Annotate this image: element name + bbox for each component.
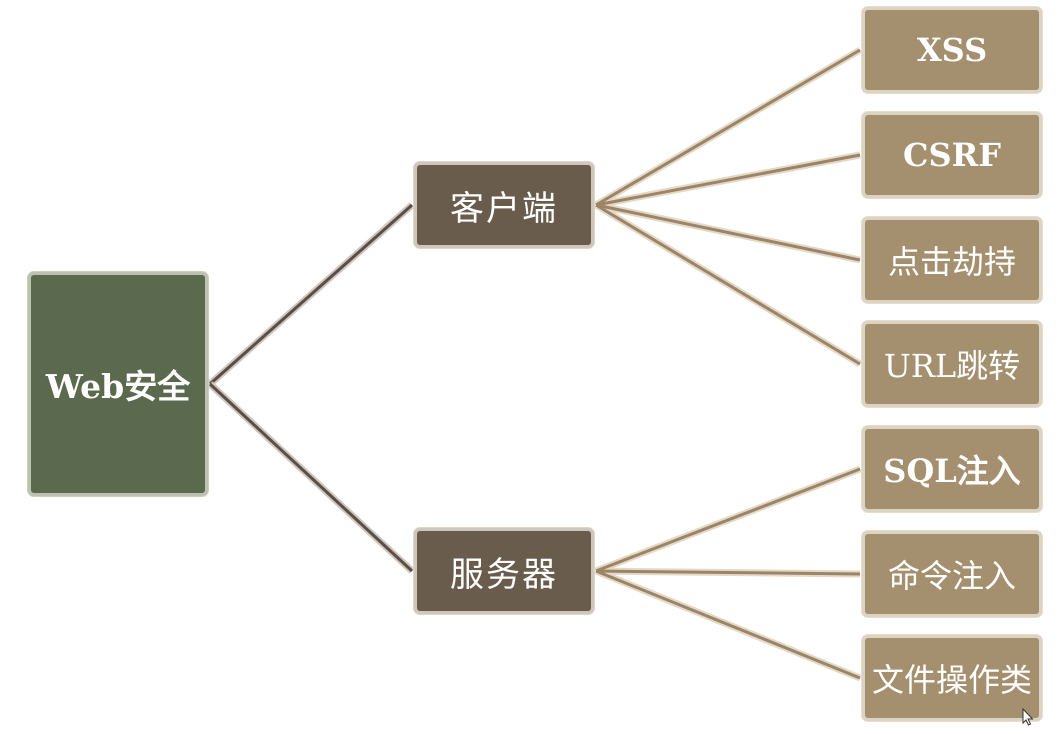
node-leaf-label: 点击劫持 — [887, 243, 1016, 281]
connector-root-client-core — [209, 203, 413, 386]
node-leaf-label: 命令注入 — [887, 557, 1016, 595]
client-connectors — [595, 48, 861, 366]
node-leaf-label: 文件操作类 — [871, 661, 1032, 699]
node-client-label: 客户端 — [450, 188, 558, 229]
node-leaf-xss: XSS — [862, 7, 1042, 93]
node-leaf-clickjacking: 点击劫持 — [862, 217, 1042, 303]
node-leaf-sql-injection: SQL注入 — [862, 426, 1042, 512]
node-server: 服务器 — [414, 528, 594, 614]
node-leaf-label: CSRF — [903, 136, 1001, 174]
node-leaf-csrf: CSRF — [862, 112, 1042, 198]
node-leaf-label: XSS — [916, 31, 988, 69]
node-leaf-label: URL跳转 — [883, 347, 1021, 385]
client-connectors-halo — [594, 46, 862, 367]
node-server-label: 服务器 — [450, 554, 558, 595]
node-root-web-security: Web安全 — [28, 272, 208, 496]
node-leaf-file-operation: 文件操作类 — [862, 635, 1042, 721]
node-root-label: Web安全 — [45, 367, 191, 406]
mouse-cursor-icon — [1022, 708, 1034, 726]
node-leaf-label: SQL注入 — [883, 452, 1021, 490]
server-connectors — [595, 467, 861, 680]
node-leaf-command-injection: 命令注入 — [862, 531, 1042, 617]
connector-root-server-core — [208, 382, 414, 573]
node-client: 客户端 — [414, 162, 594, 248]
node-leaf-url-redirect: URL跳转 — [862, 321, 1042, 407]
